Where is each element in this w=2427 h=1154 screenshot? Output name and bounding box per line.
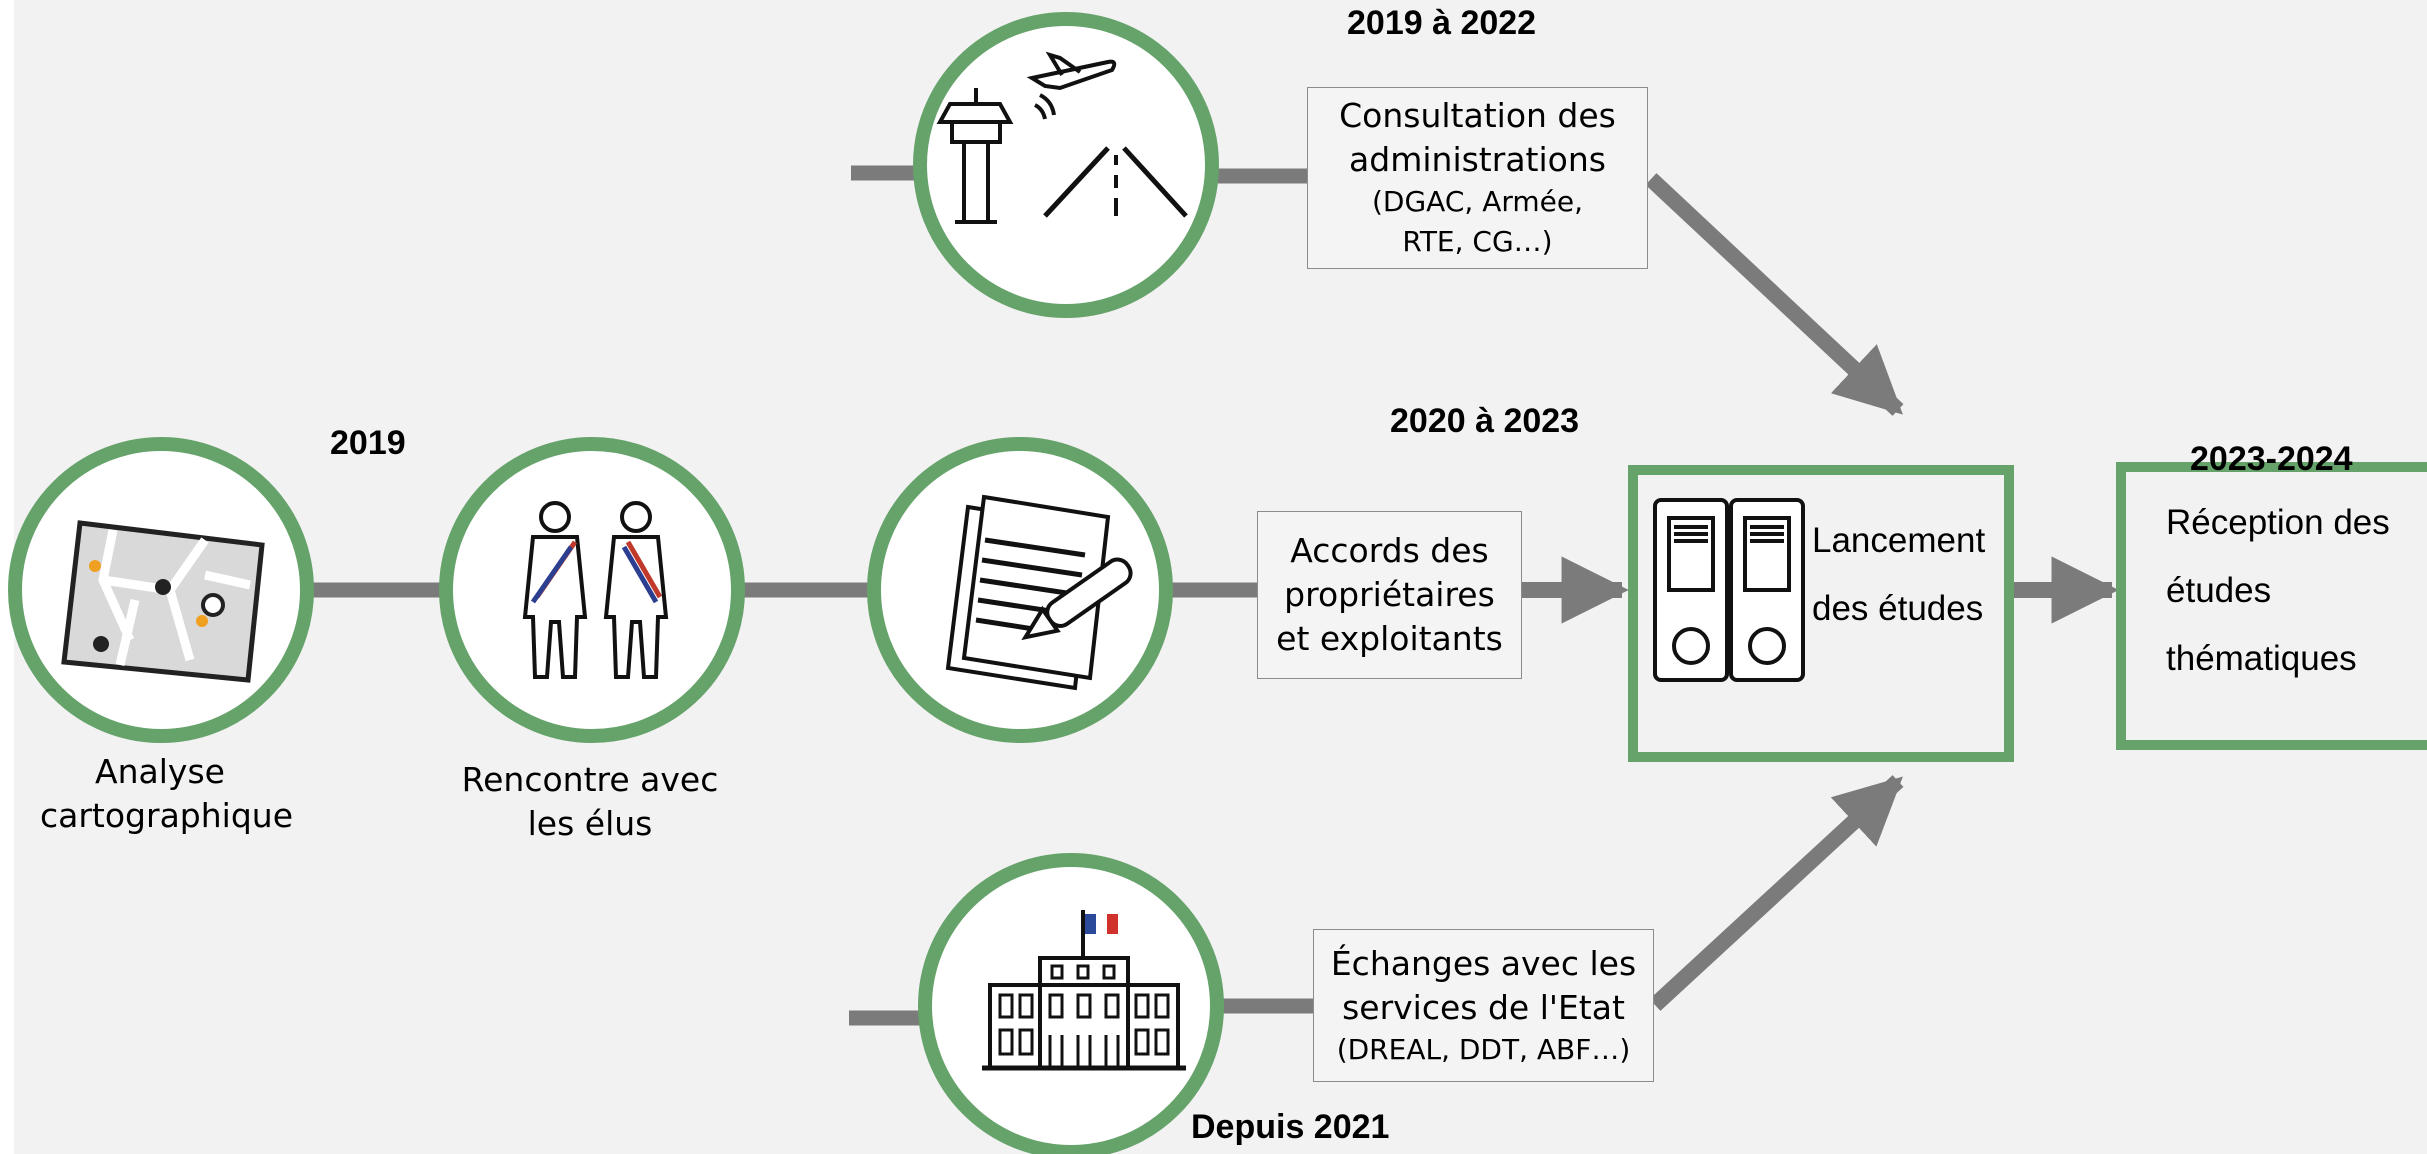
year-label-2020-2023: 2020 à 2023 <box>1390 402 1580 440</box>
lancement-line2: des études <box>1812 589 1984 628</box>
accords-line1: Accords des <box>1290 531 1489 570</box>
year-label-2019-2022: 2019 à 2022 <box>1347 4 1537 42</box>
caption-map-line2: cartographique <box>40 796 293 835</box>
echanges-line2: services de l'Etat <box>1342 987 1625 1027</box>
lancement-line1: Lancement <box>1812 521 1986 560</box>
caption-map-line1: Analyse <box>95 752 225 791</box>
accords-line2: propriétaires <box>1284 575 1495 614</box>
arrow-consultation-lancement <box>1645 173 1904 416</box>
echanges-box: Échanges avec les services de l'Etat (DR… <box>1313 929 1654 1082</box>
signed-contract-icon <box>945 494 1133 691</box>
government-building-icon <box>982 910 1186 1071</box>
year-label-since-2021: Depuis 2021 <box>1191 1108 1390 1146</box>
caption-officials-line2: les élus <box>527 804 653 843</box>
accords-box: Accords des propriétaires et exploitants <box>1257 511 1522 679</box>
lancement-text: Lancement des études <box>1812 507 2004 643</box>
caption-map: Analyse cartographique <box>40 750 293 838</box>
connectors <box>312 165 1313 1026</box>
airport-control-tower-icon <box>936 51 1188 224</box>
arrow-echanges-lancement <box>1649 775 1904 1011</box>
binders-icon <box>1653 498 1805 682</box>
step-circle-airport <box>913 12 1219 318</box>
reception-box-frame <box>2116 462 2427 750</box>
caption-officials-line1: Rencontre avec <box>461 760 719 799</box>
reception-line2: études <box>2166 571 2272 610</box>
step-circle-officials <box>439 437 745 743</box>
year-label-2019: 2019 <box>330 424 406 462</box>
echanges-line1: Échanges avec les <box>1330 943 1637 983</box>
elected-officials-icon <box>522 501 669 679</box>
echanges-sub1: (DREAL, DDT, ABF…) <box>1336 1032 1631 1066</box>
consultation-sub2: RTE, CG…) <box>1402 225 1553 258</box>
consultation-sub1: (DGAC, Armée, <box>1372 185 1583 218</box>
consultation-box: Consultation des administrations (DGAC, … <box>1307 87 1648 269</box>
diagram-background <box>14 0 2427 1154</box>
consultation-line2: administrations <box>1349 140 1606 179</box>
reception-line1: Réception des <box>2166 503 2390 542</box>
map-icon <box>61 520 265 683</box>
caption-officials: Rencontre avec les élus <box>450 758 730 846</box>
reception-text: Réception des études thématiques <box>2166 489 2421 693</box>
consultation-line1: Consultation des <box>1339 96 1616 135</box>
accords-line3: et exploitants <box>1276 619 1503 658</box>
reception-line3: thématiques <box>2166 639 2357 678</box>
year-label-2023-2024: 2023-2024 <box>2190 440 2353 478</box>
